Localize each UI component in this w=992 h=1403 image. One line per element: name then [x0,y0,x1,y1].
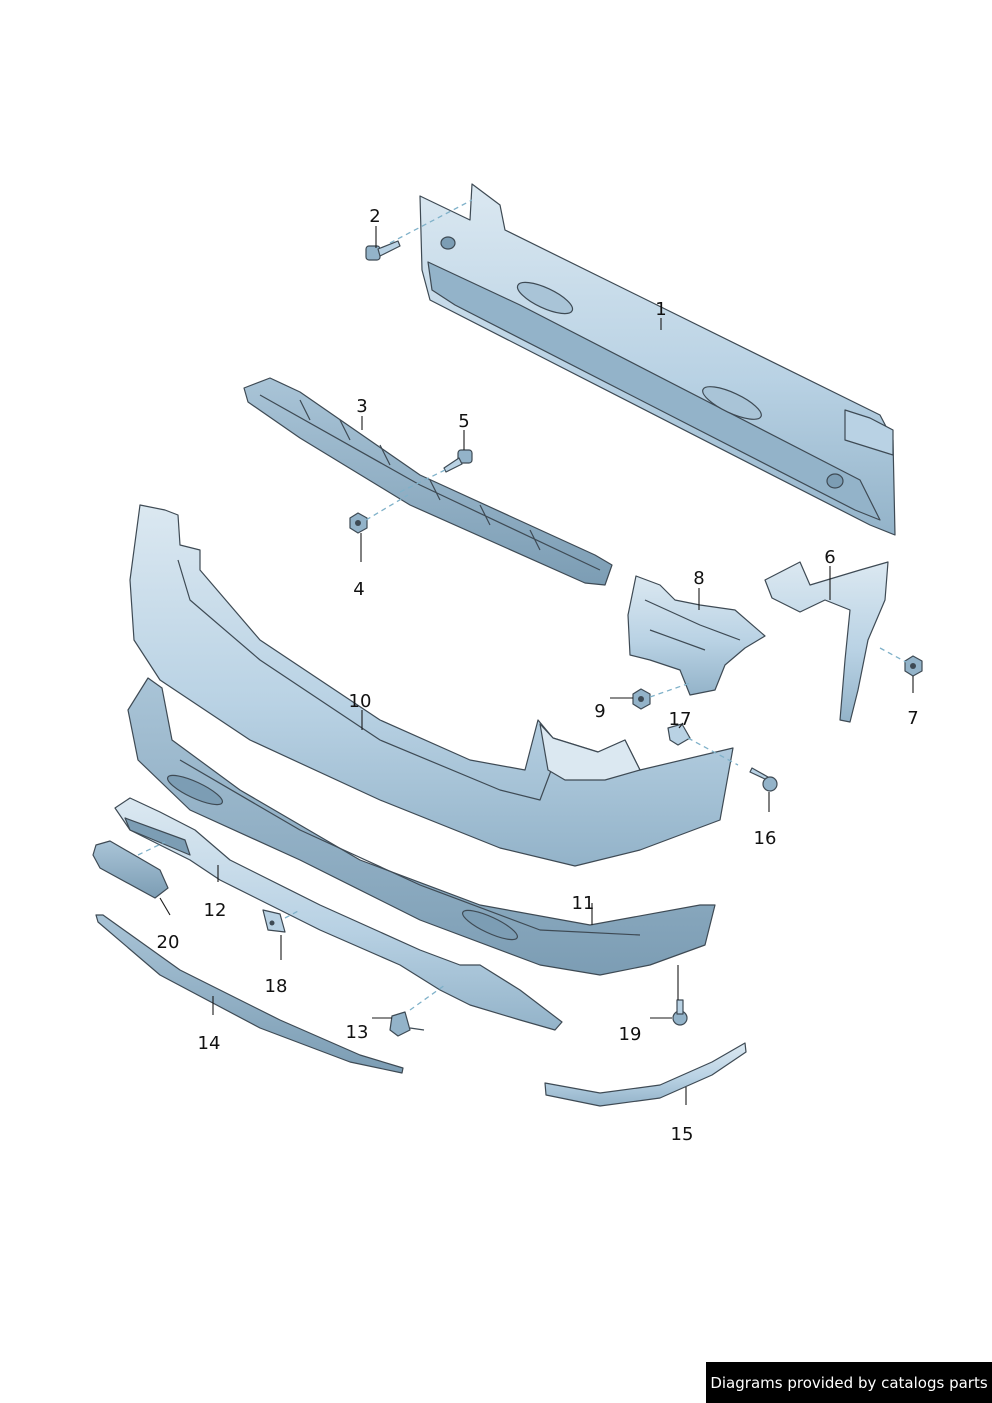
callout-5: 5 [458,411,469,432]
part-16-screw [749,767,778,792]
callout-17: 17 [669,709,692,730]
part-4-nut [349,512,368,534]
callout-10: 10 [349,691,372,712]
part-18-clip [262,909,286,933]
part-12-diffuser-trim [114,797,563,1031]
callout-6: 6 [824,547,835,568]
callout-16: 16 [754,828,777,849]
callout-9: 9 [594,701,605,722]
callout-18: 18 [265,976,288,997]
leader-lines [159,226,914,1105]
callout-15: 15 [671,1124,694,1145]
part-1-reinforcement-bar [419,183,896,536]
part-19-screw [672,999,688,1026]
part-10-bumper-cover [129,504,734,867]
part-5-bolt [443,449,473,473]
part-11-lower-cover [127,677,716,976]
callout-20: 20 [157,932,180,953]
callout-11: 11 [572,893,595,914]
part-9-nut [632,688,651,710]
part-7-nut [904,655,923,677]
credit-banner: Diagrams provided by catalogs parts [706,1362,992,1403]
part-20-reflector [92,840,169,899]
callout-3: 3 [356,396,367,417]
callout-19: 19 [619,1024,642,1045]
part-15-chrome-trim [544,1042,747,1107]
callout-labels: 1 2 3 4 5 6 7 8 9 10 11 12 13 14 15 16 1… [157,206,919,1145]
assembly-lines [137,199,907,1011]
part-6-side-bracket [764,561,889,723]
part-3-energy-absorber [243,377,613,586]
callout-4: 4 [353,579,364,600]
callout-2: 2 [369,206,380,227]
part-13-cover-cap [389,1011,425,1037]
callout-1: 1 [655,299,666,320]
callout-12: 12 [204,900,227,921]
callout-8: 8 [693,568,704,589]
part-8-mounting-bracket [627,575,766,696]
part-14-trim-strip [95,914,404,1074]
callout-13: 13 [346,1022,369,1043]
part-17-spreader-nut [667,723,691,746]
callout-7: 7 [907,708,918,729]
part-2-bolt [365,240,401,261]
callout-14: 14 [198,1033,221,1054]
